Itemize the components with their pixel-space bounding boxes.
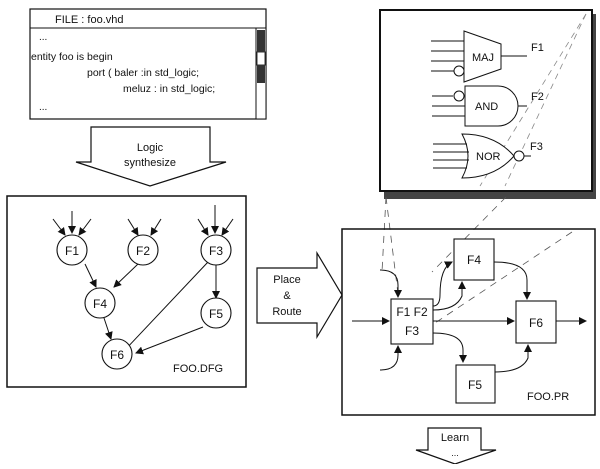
pr-block-f5: F5 (455, 364, 496, 404)
dfg-node-f3: F3 (200, 234, 232, 266)
pr-routes (352, 261, 587, 373)
svg-text:F1: F1 (65, 244, 79, 258)
maj-gate (431, 30, 527, 83)
nor-label: NOR (476, 151, 501, 163)
place-route-step-arrow: Place & Route (256, 250, 343, 340)
svg-text:F1 F2: F1 F2 (396, 305, 428, 319)
nor-output-label: F3 (530, 141, 543, 153)
file-line-1: ... (39, 32, 47, 43)
file-line-3: port ( baler :in std_logic; (87, 67, 199, 79)
and-label: AND (475, 101, 498, 113)
file-title: FILE : foo.vhd (55, 14, 123, 26)
svg-text:F4: F4 (93, 297, 107, 311)
pr-label: FOO.PR (527, 391, 569, 403)
file-line-5: ... (39, 102, 47, 113)
file-line-4: meluz : in std_logic; (123, 83, 215, 95)
pr-block-f4: F4 (453, 238, 495, 281)
maj-output-label: F1 (531, 42, 544, 54)
svg-text:F6: F6 (110, 348, 124, 362)
svg-text:F2: F2 (136, 244, 150, 258)
svg-text:F5: F5 (209, 307, 223, 321)
synthesize-step-arrow: Logic synthesize (75, 126, 227, 187)
vhdl-file-box: FILE : foo.vhd ... entity foo is begin p… (29, 8, 267, 120)
svg-text:&: & (283, 290, 291, 302)
synth-label-1: Logic (137, 142, 164, 154)
dfg-edges (84, 261, 220, 355)
dfg-node-f1: F1 (56, 234, 88, 266)
pr-block-f1-f2-f3: F1 F2 F3 (390, 298, 434, 345)
dfg-label: FOO.DFG (173, 363, 223, 375)
file-scrollbar-thumb[interactable] (256, 51, 266, 66)
dfg-input-arrows (52, 205, 234, 236)
svg-text:F5: F5 (468, 378, 482, 392)
and-output-label: F2 (531, 91, 544, 103)
dfg-box: FOO.DFG F1 F2 (6, 195, 247, 388)
svg-text:...: ... (451, 448, 459, 458)
svg-text:F6: F6 (529, 316, 543, 330)
dfg-node-f2: F2 (127, 234, 159, 266)
nor-gate (433, 133, 531, 179)
svg-text:F4: F4 (467, 253, 481, 267)
and-gate (432, 85, 527, 127)
dfg-node-f4: F4 (84, 287, 116, 319)
svg-text:Route: Route (272, 306, 301, 318)
gate-zoom-panel: MAJ F1 AND F2 NOR F3 (379, 9, 596, 199)
dfg-node-f5: F5 (200, 297, 232, 329)
svg-text:Learn: Learn (441, 432, 469, 444)
svg-text:F3: F3 (405, 324, 419, 338)
learn-step-arrow: Learn ... (415, 427, 497, 465)
svg-text:Place: Place (273, 274, 301, 286)
pr-block-f6: F6 (515, 300, 557, 344)
place-route-box: FOO.PR F1 F2 F3 F4 F5 F6 (341, 228, 596, 416)
maj-label: MAJ (472, 52, 494, 64)
synth-label-2: synthesize (124, 157, 176, 169)
file-line-2: entity foo is begin (31, 51, 113, 63)
svg-text:F3: F3 (209, 244, 223, 258)
dfg-node-f6: F6 (101, 338, 133, 370)
